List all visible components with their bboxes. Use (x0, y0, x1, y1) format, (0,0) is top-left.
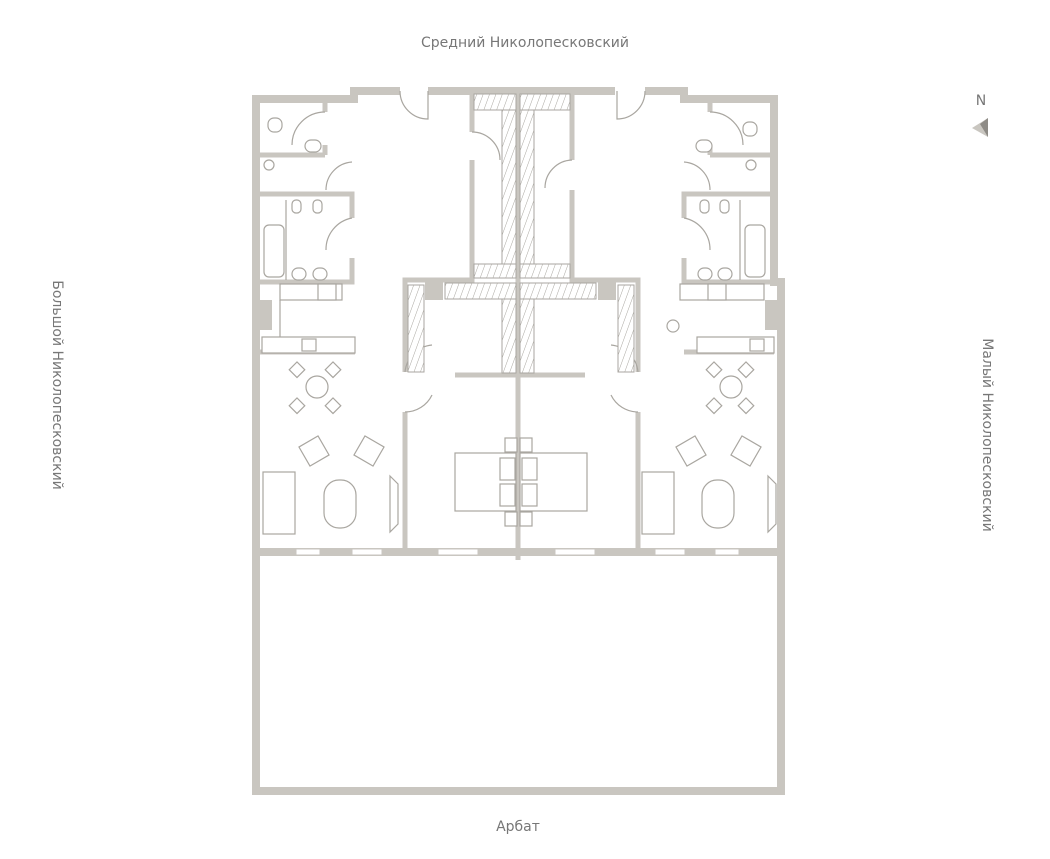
armchair (730, 435, 762, 467)
sofa (641, 471, 675, 535)
boiler-icon (745, 159, 757, 171)
windows (295, 548, 740, 556)
interior-walls (260, 88, 777, 560)
street-label-top: Средний Николопесковский (421, 35, 629, 51)
kitchen-sink-icon (301, 338, 317, 352)
coffee-table (701, 479, 735, 529)
toilet-icon (742, 121, 758, 137)
stove-icon (317, 283, 337, 301)
armchair (298, 435, 330, 467)
dining-table (305, 375, 329, 399)
bathroom-fixtures (263, 117, 766, 281)
beds (454, 437, 588, 527)
furniture-right (641, 361, 777, 535)
stove-icon (707, 283, 727, 301)
street-label-right: Малый Николопесковский (979, 338, 995, 531)
doors (291, 90, 744, 413)
kitchens (261, 283, 775, 354)
bathtub-icon (744, 224, 766, 278)
sofa (262, 471, 296, 535)
wardrobes (407, 93, 635, 374)
kitchen-sink-icon (749, 338, 765, 352)
street-label-bottom: Арбат (496, 819, 540, 835)
bathtub-icon (263, 224, 285, 278)
compass-label: N (976, 93, 986, 109)
sink-icon (304, 139, 322, 153)
armchair (675, 435, 707, 467)
boiler-icon (263, 159, 275, 171)
toilet-icon (267, 117, 283, 133)
coffee-table (323, 479, 357, 529)
compass: N (972, 93, 988, 137)
furniture-left (262, 361, 399, 535)
dining-table (719, 375, 743, 399)
armchair (353, 435, 385, 467)
street-label-left: Большой Николопесковский (49, 280, 65, 490)
